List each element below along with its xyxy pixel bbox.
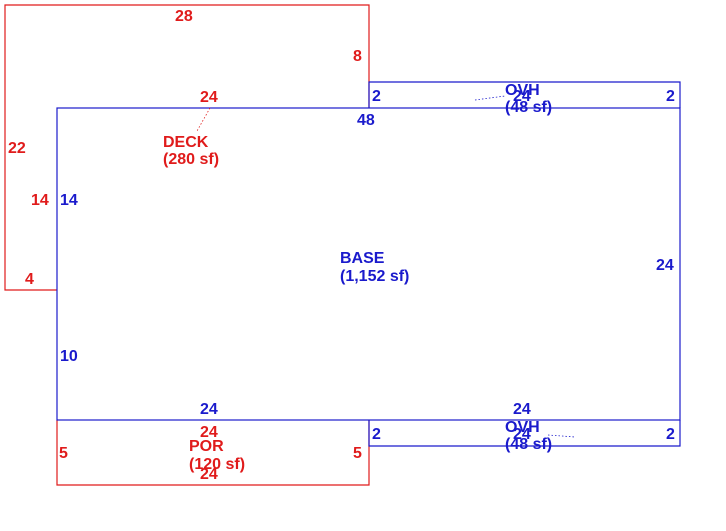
porch-outline <box>56 420 370 486</box>
porch-area: (120 sf) <box>189 456 245 473</box>
dim-ovh-bottom-length: 24 <box>513 426 531 443</box>
dim-deck-top: 28 <box>175 8 193 25</box>
dim-base-bottom-left: 24 <box>200 401 218 418</box>
dim-deck-left-inner: 14 <box>31 192 49 209</box>
deck-area: (280 sf) <box>163 151 219 168</box>
dim-deck-bottom-inner: 24 <box>200 89 218 106</box>
ovh-top-outline <box>368 81 681 108</box>
dim-porch-bottom: 24 <box>200 466 218 483</box>
dim-base-right: 24 <box>656 257 674 274</box>
dim-base-left-lower: 10 <box>60 348 78 365</box>
dim-ovh-top-left: 2 <box>372 88 381 105</box>
deck-label: DECK <box>163 134 209 151</box>
ovh-top-label: OVH <box>505 82 540 99</box>
dim-deck-left: 22 <box>8 140 26 157</box>
dim-deck-bottom-step: 4 <box>25 271 34 288</box>
base-label: BASE <box>340 250 385 267</box>
dim-porch-left: 5 <box>59 445 68 462</box>
ovh-top-area: (48 sf) <box>505 99 552 116</box>
dim-ovh-top-length: 24 <box>513 88 531 105</box>
ovh-bottom-outline <box>368 420 681 447</box>
dim-ovh-bottom-left: 2 <box>372 426 381 443</box>
ovh-top-leader-line <box>474 95 506 101</box>
dim-base-left-upper: 14 <box>60 192 78 209</box>
ovh-bottom-label: OVH <box>505 419 540 436</box>
dim-porch-right: 5 <box>353 445 362 462</box>
base-area: (1,152 sf) <box>340 268 409 285</box>
dim-ovh-top-right: 2 <box>666 88 675 105</box>
dim-porch-top: 24 <box>200 424 218 441</box>
dim-ovh-bottom-right: 2 <box>666 426 675 443</box>
dim-deck-right-upper: 8 <box>353 48 362 65</box>
deck-outline <box>4 4 370 291</box>
ovh-bottom-area: (48 sf) <box>505 436 552 453</box>
dim-base-bottom-right: 24 <box>513 401 531 418</box>
porch-label: POR <box>189 438 224 455</box>
ovh-bottom-leader-line <box>547 434 576 438</box>
deck-leader-line <box>196 107 211 132</box>
dim-base-top: 48 <box>357 112 375 129</box>
